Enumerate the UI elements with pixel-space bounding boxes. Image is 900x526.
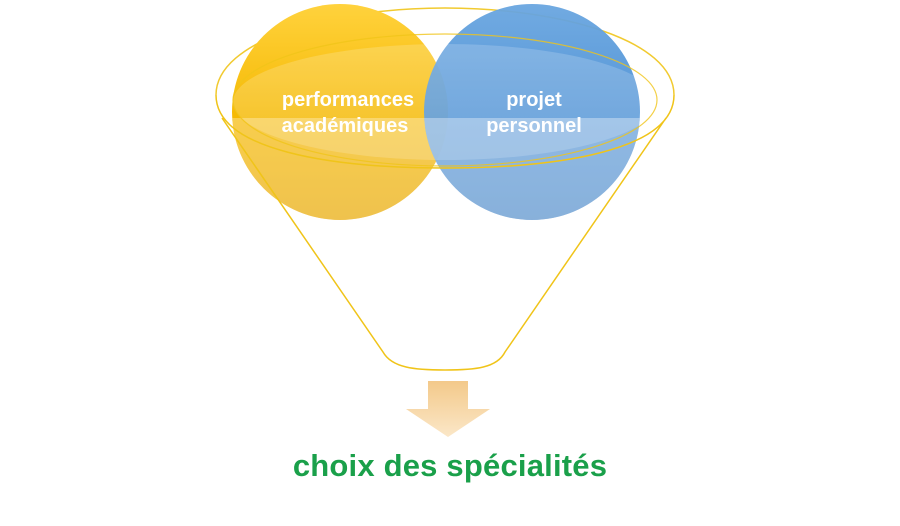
funnel-outline <box>215 94 675 371</box>
label-right-line-1: projet <box>506 89 562 111</box>
result-label: choix des spécialités <box>292 448 608 483</box>
label-left-line-1: performances <box>282 89 414 111</box>
funnel-rim-back <box>215 7 675 96</box>
down-arrow-icon <box>406 381 490 437</box>
funnel-inner-rim <box>232 33 658 167</box>
label-right-line-2: personnel <box>486 115 582 137</box>
funnel-rim-band <box>233 44 657 160</box>
label-left-line-2: académiques <box>282 115 409 137</box>
circle-projet-personnel <box>424 4 640 220</box>
